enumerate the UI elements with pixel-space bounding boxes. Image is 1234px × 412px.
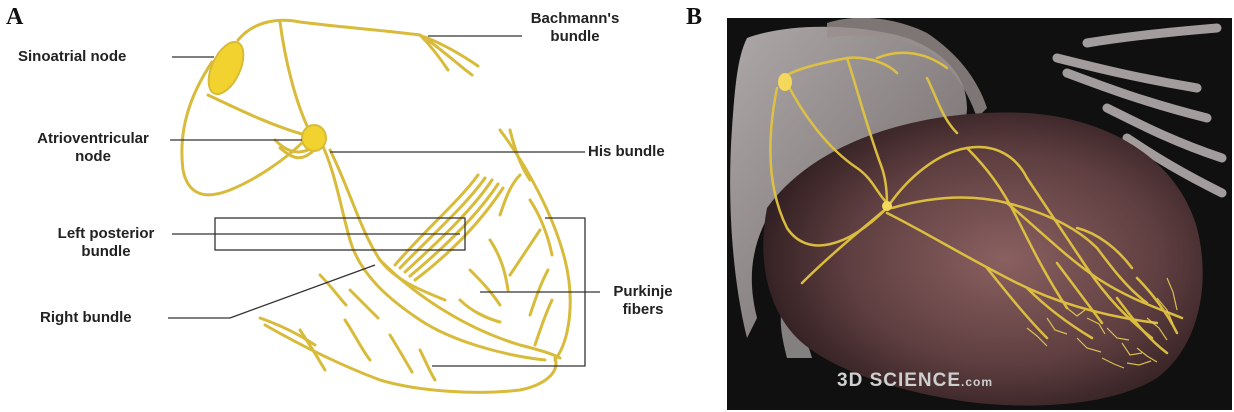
rendered-av-node [882, 201, 892, 211]
atrioventricular-node [302, 125, 326, 151]
left-ventricle-wall [500, 130, 570, 360]
label-right-bundle: Right bundle [40, 309, 170, 327]
label-his-bundle: His bundle [588, 143, 698, 161]
watermark-3dscience: 3D SCIENCE.com [837, 370, 993, 392]
atrial-pathway-top [238, 20, 420, 40]
watermark-suffix-text: .com [961, 375, 993, 389]
rendered-sa-node [778, 73, 792, 91]
label-left-posterior-line2: bundle [36, 243, 176, 261]
label-av-line2: node [18, 148, 168, 166]
atrial-pathway-inner [208, 95, 305, 135]
label-bachmanns-bundle: Bachmann's bundle [520, 10, 630, 46]
label-sinoatrial-node: Sinoatrial node [18, 48, 178, 66]
label-purkinje-line1: Purkinje [598, 283, 688, 301]
apex-curve [265, 325, 556, 392]
panel-b-rendering: 3D SCIENCE.com [727, 18, 1232, 410]
label-left-posterior-line1: Left posterior [36, 225, 176, 243]
label-his-text: His bundle [588, 143, 698, 161]
label-purkinje-line2: fibers [598, 301, 688, 319]
label-atrioventricular-node: Atrioventricular node [18, 130, 168, 166]
label-left-posterior-bundle: Left posterior bundle [36, 225, 176, 261]
label-purkinje-fibers: Purkinje fibers [598, 283, 688, 319]
label-av-line1: Atrioventricular [18, 130, 168, 148]
label-sinoatrial-text: Sinoatrial node [18, 48, 178, 66]
label-right-bundle-text: Right bundle [40, 309, 170, 327]
label-bachmann-line1: Bachmann's [520, 10, 630, 28]
atrial-pathway-descending [280, 22, 308, 128]
label-bachmann-line2: bundle [520, 28, 630, 46]
watermark-main-text: 3D SCIENCE [837, 370, 961, 391]
heart-render-illustration [727, 18, 1232, 410]
